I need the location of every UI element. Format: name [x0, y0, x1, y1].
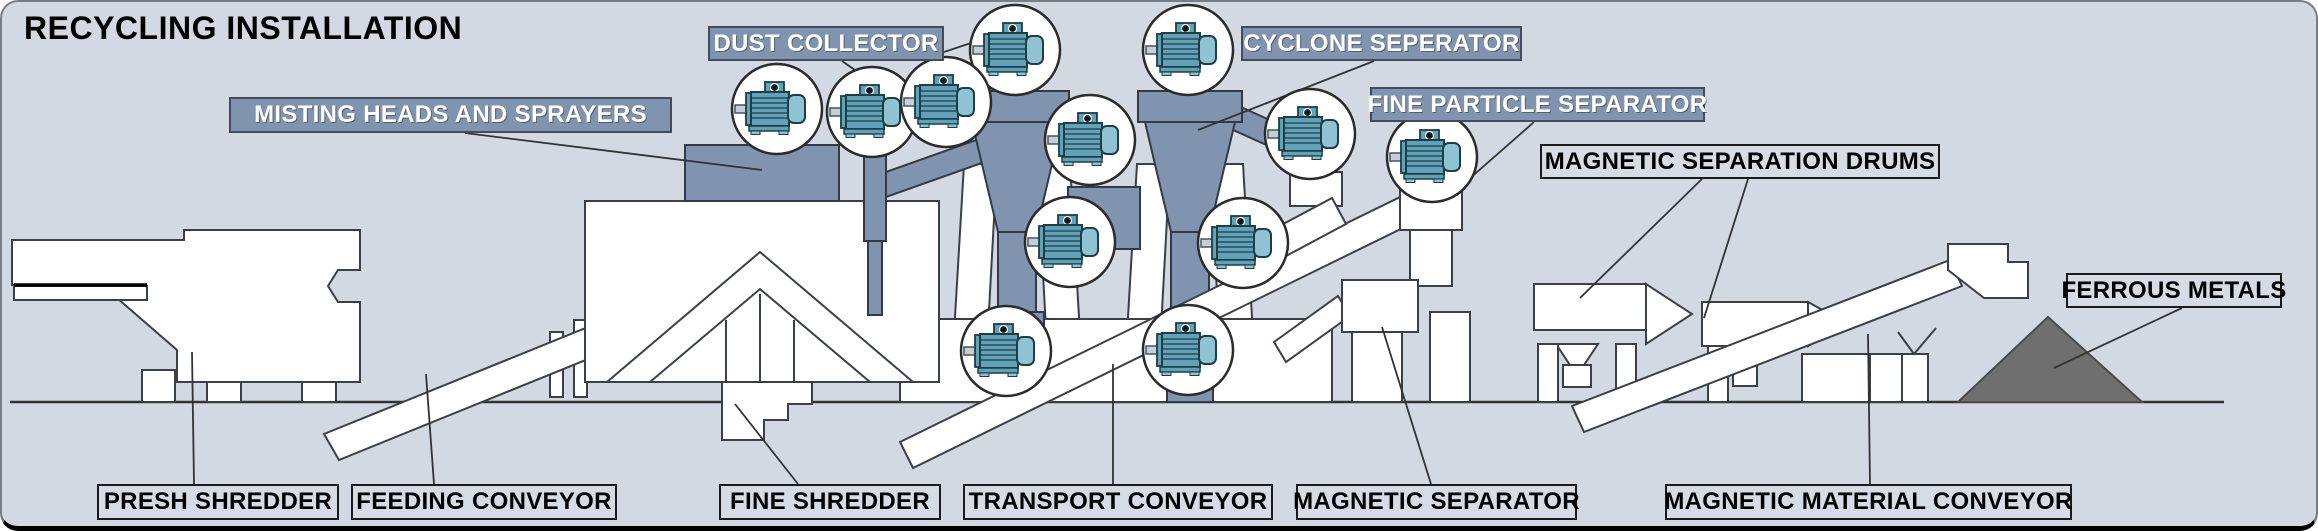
ferrous-metals-pile [1955, 315, 2145, 403]
motor-icon [1141, 303, 1235, 397]
label-presh-shredder: PRESH SHREDDER [97, 484, 339, 520]
label-magnetic-separation-drums: MAGNETIC SEPARATION DRUMS [1540, 144, 1940, 179]
label-transport-conveyor: TRANSPORT CONVEYOR [963, 484, 1273, 520]
fine-particle-separator-shape [1270, 171, 1471, 403]
motor-icon [959, 304, 1053, 398]
label-magnetic-separation-drums-text: MAGNETIC SEPARATION DRUMS [1544, 147, 1936, 175]
label-cyclone-separator: CYCLONE SEPERATOR [1241, 26, 1522, 61]
magnetic-material-conveyor-shape [1570, 243, 2029, 434]
misting-box-shape [684, 144, 840, 202]
label-cyclone-separator-text: CYCLONE SEPERATOR [1243, 29, 1520, 57]
label-fine-shredder-text: FINE SHREDDER [730, 488, 930, 515]
motor-icon [899, 55, 993, 149]
motor-icon [1043, 93, 1137, 187]
page-title: RECYCLING INSTALLATION [24, 10, 463, 46]
motor-icon [1141, 3, 1235, 97]
label-misting-heads: MISTING HEADS AND SPRAYERS [229, 97, 672, 133]
label-dust-collector: DUST COLLECTOR [708, 26, 944, 61]
label-fine-particle-separator: FINE PARTICLE SEPARATOR [1367, 87, 1708, 122]
leader-misting [464, 132, 763, 171]
label-transport-conveyor-text: TRANSPORT CONVEYOR [968, 488, 1268, 515]
leader-mag-sep [1381, 326, 1432, 485]
motor-icon [1196, 196, 1290, 290]
leader-drums-b [1703, 178, 1749, 319]
label-fine-shredder: FINE SHREDDER [719, 484, 941, 520]
motor-icon [1263, 87, 1357, 181]
presh-shredder-shape [11, 229, 361, 403]
label-fine-particle-separator-text: FINE PARTICLE SEPARATOR [1367, 90, 1708, 118]
leader-fine-shredder [734, 403, 799, 485]
motor-icon [1023, 195, 1117, 289]
leader-feeding [425, 373, 435, 485]
label-magnetic-separator: MAGNETIC SEPARATOR [1293, 484, 1580, 520]
motor-icon [730, 62, 824, 156]
label-feeding-conveyor: FEEDING CONVEYOR [351, 484, 617, 520]
label-magnetic-material-conveyor-text: MAGNETIC MATERIAL CONVEYOR [1664, 488, 2073, 515]
label-magnetic-material-conveyor: MAGNETIC MATERIAL CONVEYOR [1664, 484, 2073, 520]
leader-ferrous [2053, 307, 2183, 369]
leader-drums-a [1579, 178, 1703, 299]
leader-lines [191, 41, 2183, 485]
leader-dust-b [943, 41, 975, 53]
label-dust-collector-text: DUST COLLECTOR [713, 29, 939, 57]
label-ferrous-metals-text: FERROUS METALS [2061, 276, 2287, 304]
magnetic-separator-shape [1533, 282, 1694, 403]
label-misting-heads-text: MISTING HEADS AND SPRAYERS [254, 101, 647, 128]
leader-presh [191, 351, 195, 485]
label-magnetic-separator-text: MAGNETIC SEPARATOR [1293, 488, 1580, 515]
label-ferrous-metals: FERROUS METALS [2061, 273, 2286, 308]
leader-mag-conv [1867, 333, 1871, 485]
motor-icon [1385, 110, 1479, 204]
label-feeding-conveyor-text: FEEDING CONVEYOR [356, 488, 612, 515]
label-presh-shredder-text: PRESH SHREDDER [103, 488, 333, 515]
